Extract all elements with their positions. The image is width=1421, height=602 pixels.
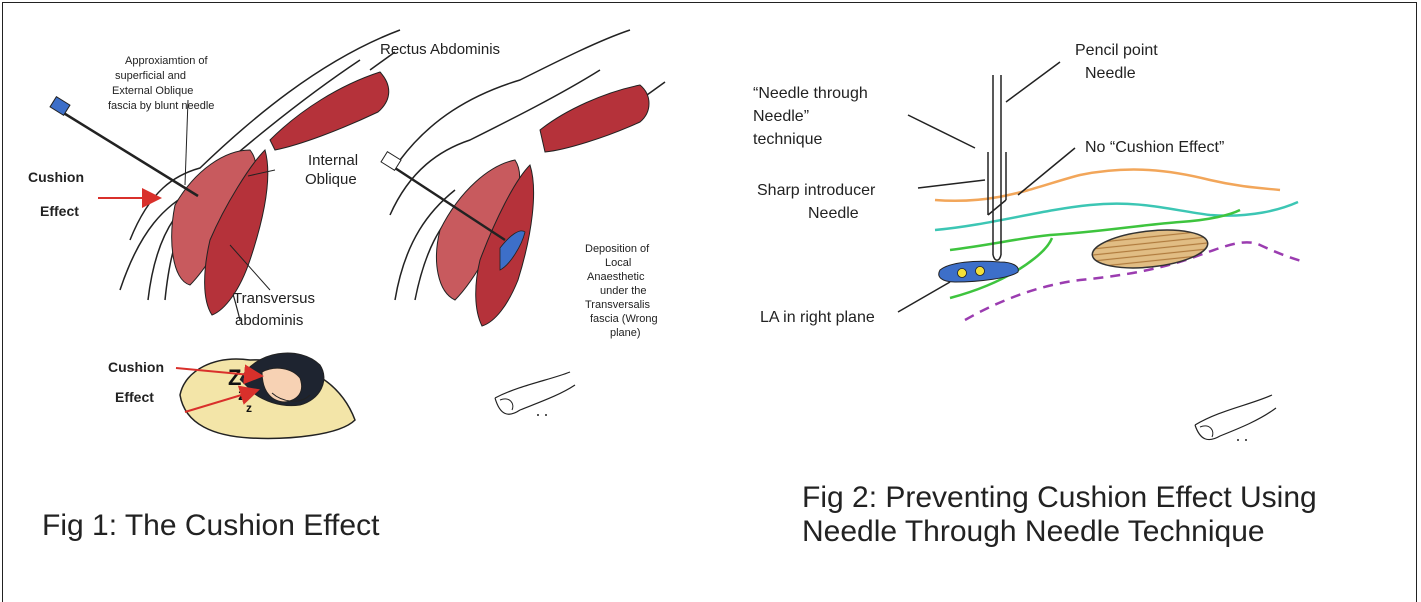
label-no-cushion: No “Cushion Effect” [1085,139,1224,156]
label-nth-3: technique [753,131,822,148]
label-approx-1: Approxiamtion of [125,55,208,67]
sleeping-woman-icon: Z z z [176,353,355,438]
label-effect-2: Effect [115,389,154,405]
label-sharp-1: Sharp introducer [757,182,876,199]
label-transversus-2: abdominis [235,312,303,329]
fig1-right-drawing [381,30,665,416]
label-approx-4: fascia by blunt needle [108,100,214,112]
label-internal-2: Oblique [305,171,357,188]
label-approx-2: superficial and [115,70,186,82]
label-la-plane: LA in right plane [760,309,875,326]
label-nth-2: Needle” [753,108,809,125]
label-pencil-2: Needle [1085,65,1136,82]
fig2-caption-line-2: Needle Through Needle Technique [802,514,1265,549]
fig1-caption: Fig 1: The Cushion Effect [42,508,379,543]
label-internal-1: Internal [308,152,358,169]
label-transversus-1: Transversus [233,290,315,307]
label-dep-5: Transversalis [585,299,650,311]
label-dep-3: Anaesthetic [587,271,645,283]
fig2-drawing [898,62,1305,441]
label-dep-4: under the [600,285,646,297]
label-dep-2: Local [605,257,631,269]
label-dep-1: Deposition of [585,243,650,255]
label-cushion-2: Cushion [108,359,164,375]
label-dep-6: fascia (Wrong [590,313,658,325]
label-effect-1: Effect [40,203,79,219]
label-rectus: Rectus Abdominis [380,41,500,58]
label-dep-7: plane) [610,327,641,339]
fig2-caption-line-1: Fig 2: Preventing Cushion Effect Using [802,480,1317,515]
label-sharp-2: Needle [808,205,859,222]
label-nth-1: “Needle through [753,85,868,102]
label-pencil-1: Pencil point [1075,42,1158,59]
svg-text:z: z [246,401,252,415]
label-cushion-1: Cushion [28,169,84,185]
label-approx-3: External Oblique [112,85,193,97]
